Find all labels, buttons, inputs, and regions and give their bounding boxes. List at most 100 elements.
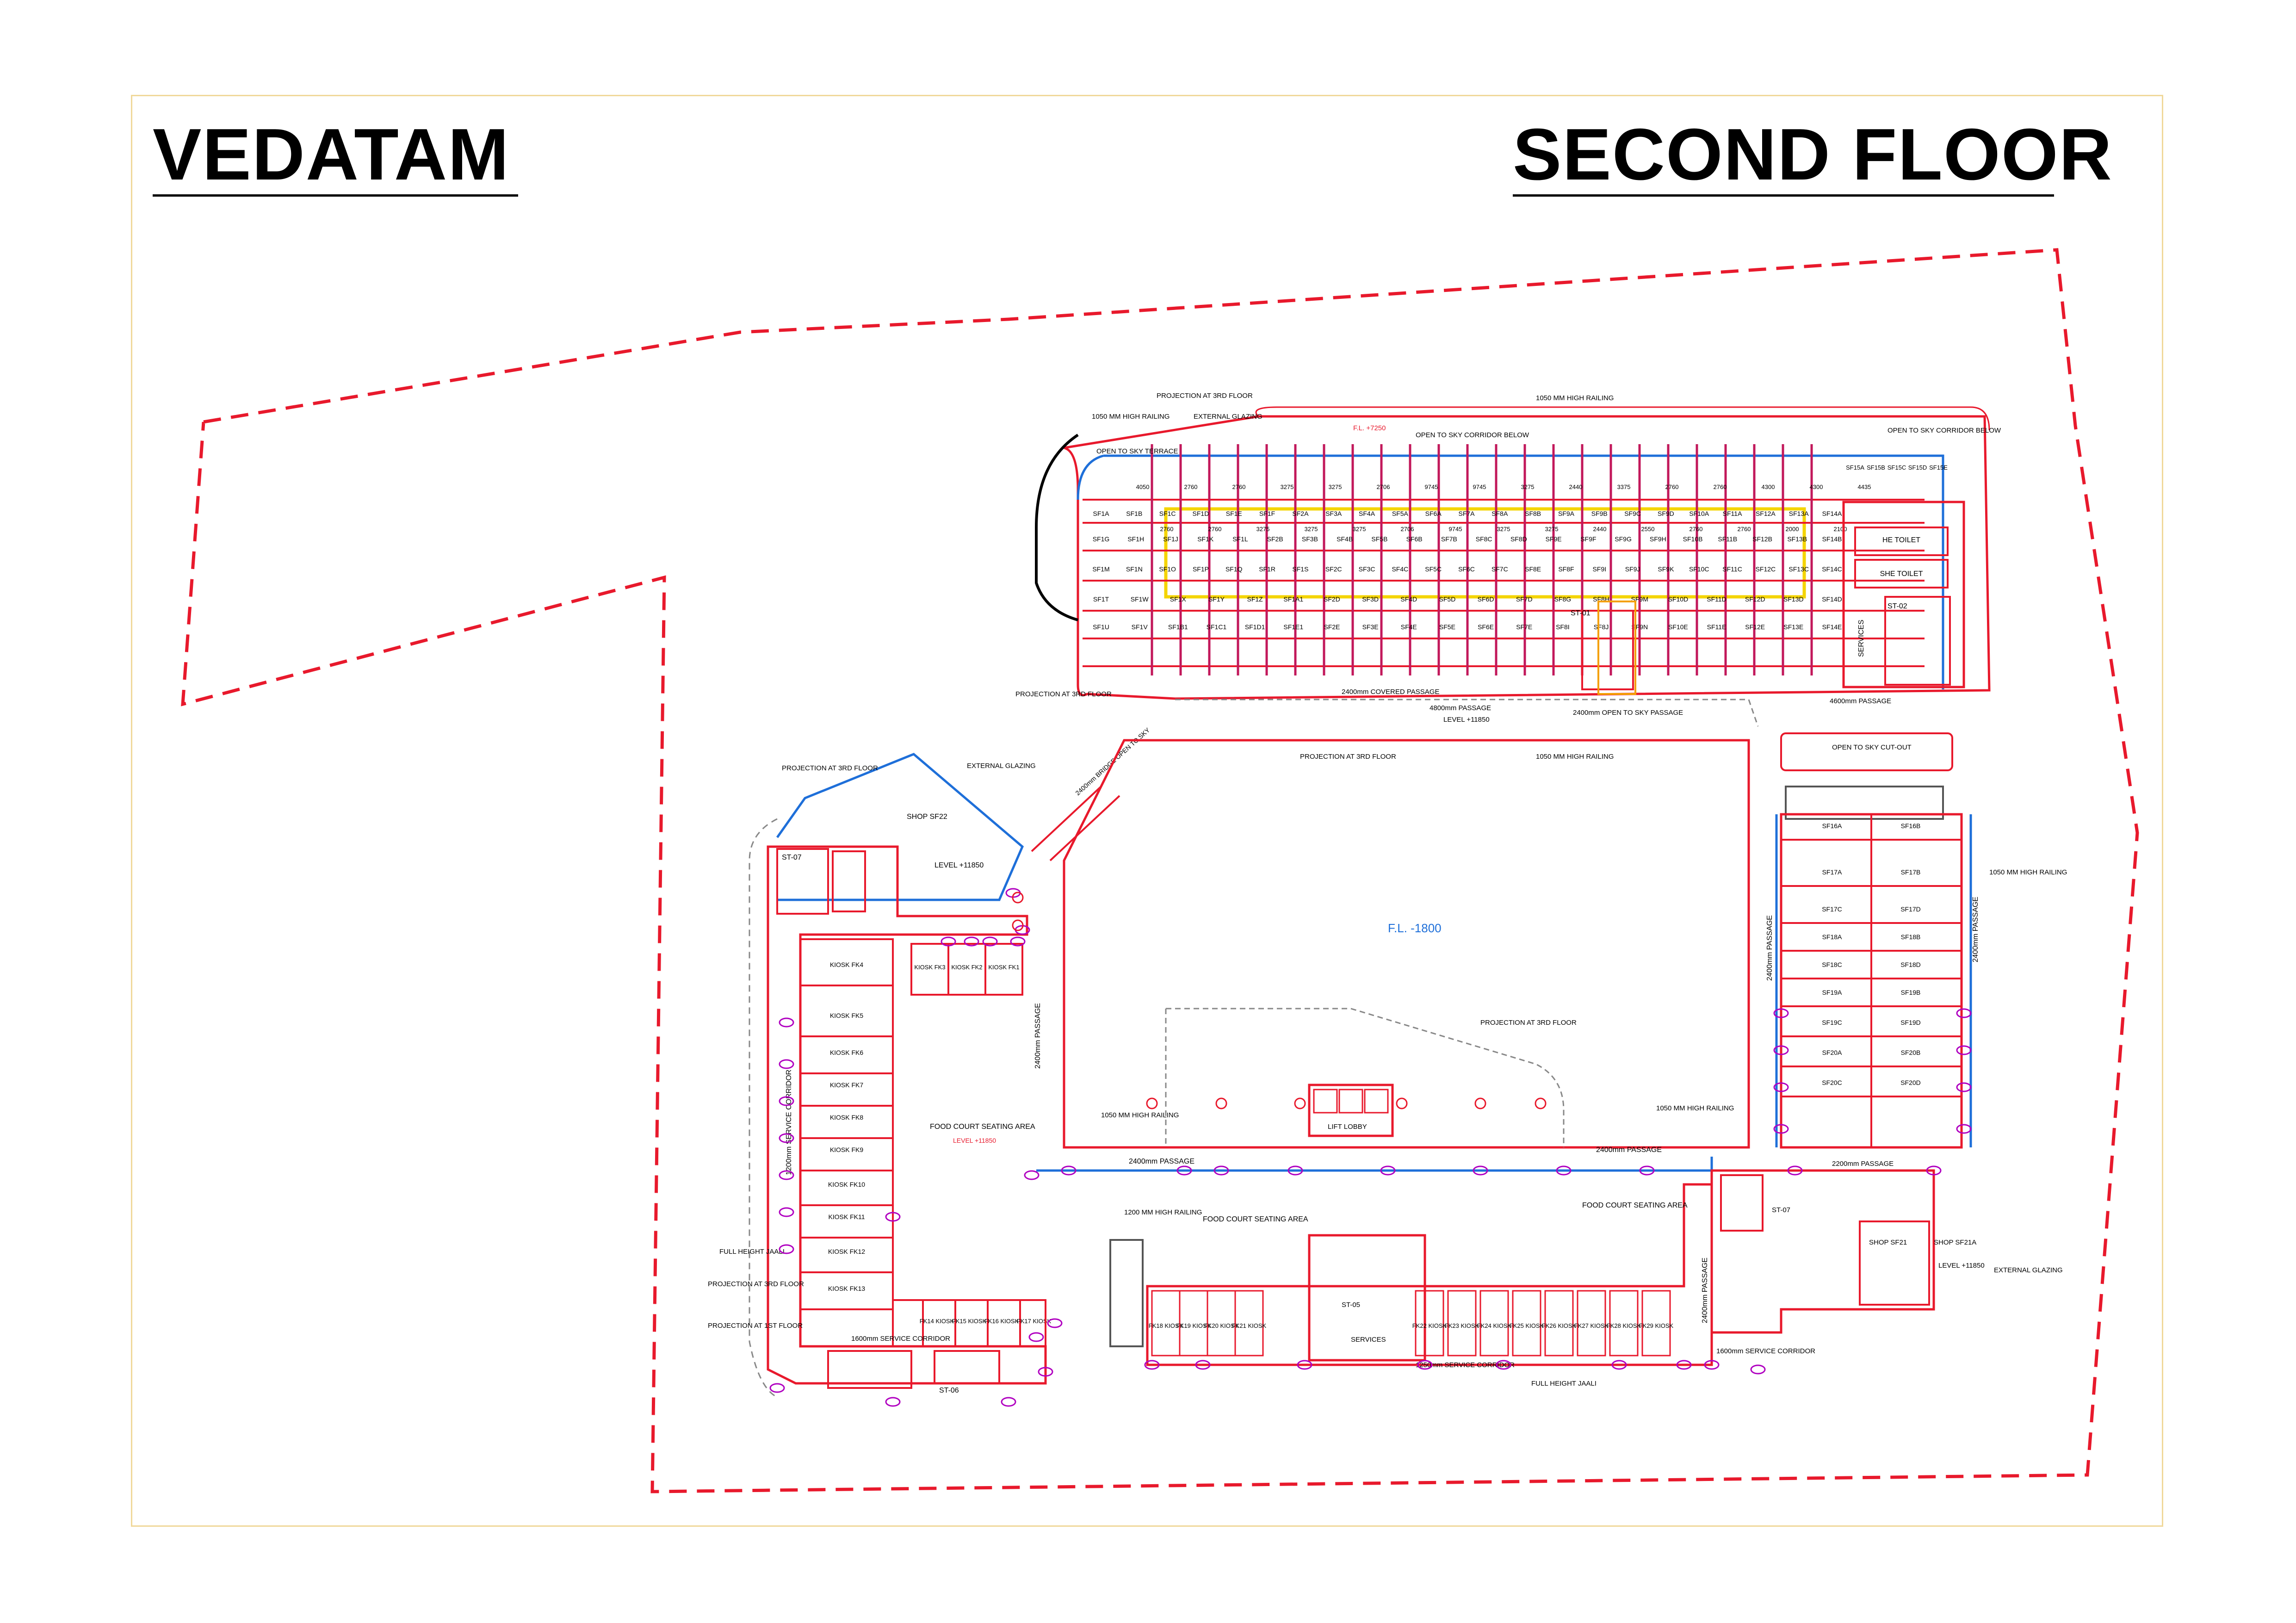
kiosk-label: KIOSK FK5 xyxy=(830,1012,864,1019)
shop-label: SF1E1 xyxy=(1283,623,1303,631)
column-marker xyxy=(1773,1082,1789,1092)
shop-label: SF13B xyxy=(1787,535,1807,543)
shop-label: SF10B xyxy=(1683,535,1703,543)
kiosk-label: FK29 KIOSK xyxy=(1639,1322,1674,1329)
projection-left-label: PROJECTION AT 3RD FLOOR xyxy=(1015,690,1112,698)
shop-label: SF8J xyxy=(1594,623,1609,631)
shop-label: SF1J xyxy=(1163,535,1178,543)
kiosk-label: KIOSK FK10 xyxy=(828,1181,865,1188)
column-marker xyxy=(779,1170,794,1180)
passage-4600-label: 4600mm PASSAGE xyxy=(1830,697,1891,705)
shop-label: SF17A xyxy=(1822,868,1842,876)
column-marker xyxy=(779,1207,794,1217)
central-atrium: F.L. -1800 LIFT LOBBY 1050 MM HIGH RAILI… xyxy=(1036,699,1759,1172)
shop-label: SF1T xyxy=(1093,595,1109,603)
shop-label: SF8F xyxy=(1558,565,1574,573)
shop-label: SF1D xyxy=(1193,510,1209,517)
column-circle xyxy=(1012,919,1024,931)
top-block-glazing xyxy=(1077,454,1944,689)
shop-label: SF2E xyxy=(1324,623,1340,631)
food-court-left-level: LEVEL +11850 xyxy=(953,1137,996,1144)
column-marker xyxy=(885,1397,901,1407)
passage-right-left: 2400mm PASSAGE xyxy=(1766,915,1774,981)
shop-label: SF20B xyxy=(1901,1049,1921,1056)
shop-label: SF9E xyxy=(1546,535,1562,543)
project-title: VEDATAM xyxy=(153,114,510,195)
shop-label: SF14E xyxy=(1822,623,1842,631)
top-annotations: F.L. +7250 OPEN TO SKY CORRIDOR BELOW OP… xyxy=(1015,392,2001,761)
column-marker xyxy=(1213,1165,1229,1176)
kiosk-label: FK19 KIOSK xyxy=(1176,1322,1211,1329)
passage-atrium-right: 2400mm PASSAGE xyxy=(1596,1146,1662,1154)
stair-st01-label: ST-01 xyxy=(1571,609,1590,617)
shop-label: SF8A xyxy=(1491,510,1508,517)
shop-label: SF9D xyxy=(1658,510,1674,517)
open-sky-corridor-label-1: OPEN TO SKY CORRIDOR BELOW xyxy=(1416,431,1529,439)
shop-label: SF1V xyxy=(1132,623,1148,631)
stair-st01 xyxy=(1581,610,1634,690)
shop-label: SF7E xyxy=(1516,623,1532,631)
column-marker xyxy=(1001,1397,1016,1407)
shop-label: SF9K xyxy=(1658,565,1674,573)
upper-level-label: F.L. +7250 xyxy=(1353,424,1386,432)
right-wing-glazing xyxy=(1775,814,1972,1147)
dimension-label: 9745 xyxy=(1425,483,1438,490)
dimension-label: 4300 xyxy=(1810,483,1823,490)
railing-top-label-2: 1050 MM HIGH RAILING xyxy=(1536,394,1614,402)
level-center-label: LEVEL +11850 xyxy=(1443,716,1490,724)
bottom-kiosk-band: SERVICES ST-05 FOOD COURT SEATING AREA F… xyxy=(1109,1183,1713,1388)
external-glazing-top-label: EXTERNAL GLAZING xyxy=(1194,413,1262,421)
open-sky-cutout xyxy=(1780,732,1953,771)
open-sky-cutout-label: OPEN TO SKY CUT-OUT xyxy=(1832,743,1912,751)
column-marker xyxy=(779,1096,794,1106)
shop-label: SF13A xyxy=(1789,510,1809,517)
shop-label: SF12B xyxy=(1752,535,1772,543)
projection-1st-left: PROJECTION AT 1ST FLOOR xyxy=(708,1322,803,1330)
kiosk-box xyxy=(1544,1290,1574,1357)
column-circle xyxy=(1146,1097,1158,1109)
shop-label: SF18C xyxy=(1822,961,1842,968)
shop-label: SF7B xyxy=(1441,535,1457,543)
railing-top-label-1: 1050 MM HIGH RAILING xyxy=(1092,413,1170,421)
shop-label: SF13C xyxy=(1789,565,1809,573)
shop-label: SF8D xyxy=(1510,535,1527,543)
kiosk-label: FK16 KIOSK xyxy=(984,1318,1019,1325)
column-marker xyxy=(1773,1045,1789,1055)
dimension-label: 2100 xyxy=(1834,526,1847,533)
stair-st06 xyxy=(827,1350,912,1389)
shop-label: SF9G xyxy=(1615,535,1632,543)
column-circle xyxy=(1294,1097,1306,1109)
column-marker xyxy=(779,1133,794,1143)
column-marker xyxy=(1956,1124,1972,1134)
column-marker xyxy=(1061,1165,1077,1176)
shop-label: SF19B xyxy=(1901,989,1921,996)
shop-label: SF1Y xyxy=(1208,595,1225,603)
shop-label: SF17C xyxy=(1822,905,1842,913)
shop-label: SF16A xyxy=(1822,822,1842,830)
shop-label: SF18B xyxy=(1901,933,1921,941)
dimension-label: 2760 xyxy=(1665,483,1679,490)
service-corridor-vertical: 1200mm SERVICE CORRIDOR xyxy=(785,1070,793,1175)
kiosk-box xyxy=(1641,1290,1671,1357)
open-sky-corridor-label-2: OPEN TO SKY CORRIDOR BELOW xyxy=(1888,427,2001,434)
shop-label: SF8B xyxy=(1525,510,1541,517)
main-level-label: F.L. -1800 xyxy=(1388,921,1442,935)
column-marker xyxy=(1956,1082,1972,1092)
shop-label: SF13E xyxy=(1783,623,1803,631)
shop-label: SF19A xyxy=(1822,989,1842,996)
kiosk-label: FK17 KIOSK xyxy=(1017,1318,1052,1325)
shop-label: SF1C1 xyxy=(1207,623,1227,631)
atrium-outline xyxy=(1063,739,1750,1149)
railing-mid-label: 1050 MM HIGH RAILING xyxy=(1536,753,1614,761)
he-toilet xyxy=(1854,527,1949,556)
dimension-label: 2706 xyxy=(1401,526,1414,533)
sf22-glazing xyxy=(776,753,1024,901)
kiosk-label: KIOSK FK11 xyxy=(828,1213,865,1220)
dimension-label: 9745 xyxy=(1473,483,1486,490)
shop-label: SF2D xyxy=(1324,595,1340,603)
column-marker xyxy=(1028,1332,1044,1342)
column-marker xyxy=(1787,1165,1803,1176)
